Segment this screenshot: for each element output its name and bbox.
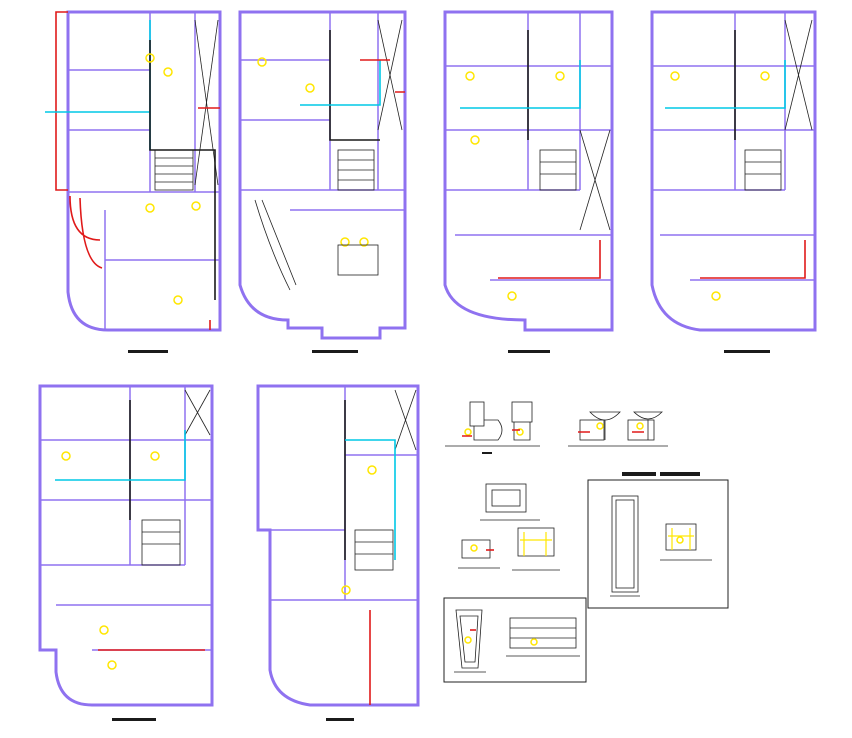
third-floor-plan bbox=[650, 10, 817, 353]
tank-details bbox=[458, 483, 560, 571]
second-floor-plan bbox=[443, 10, 614, 353]
ground-floor-plan bbox=[45, 10, 222, 353]
wc-elevation-details bbox=[445, 401, 540, 454]
framed-detail-bottom bbox=[443, 597, 587, 683]
sheet-title-label bbox=[312, 350, 358, 353]
sheet-title-label bbox=[112, 718, 156, 721]
basin-elevation-details bbox=[568, 411, 668, 447]
first-floor-plan bbox=[238, 10, 407, 353]
framed-detail-right bbox=[587, 472, 729, 609]
sheet-title-label bbox=[724, 350, 770, 353]
roof-plan bbox=[256, 384, 420, 721]
fourth-floor-plan bbox=[38, 384, 214, 721]
sheet-title-label bbox=[508, 350, 550, 353]
sheet-title-label bbox=[128, 350, 168, 353]
sheet-title-label bbox=[326, 718, 354, 721]
